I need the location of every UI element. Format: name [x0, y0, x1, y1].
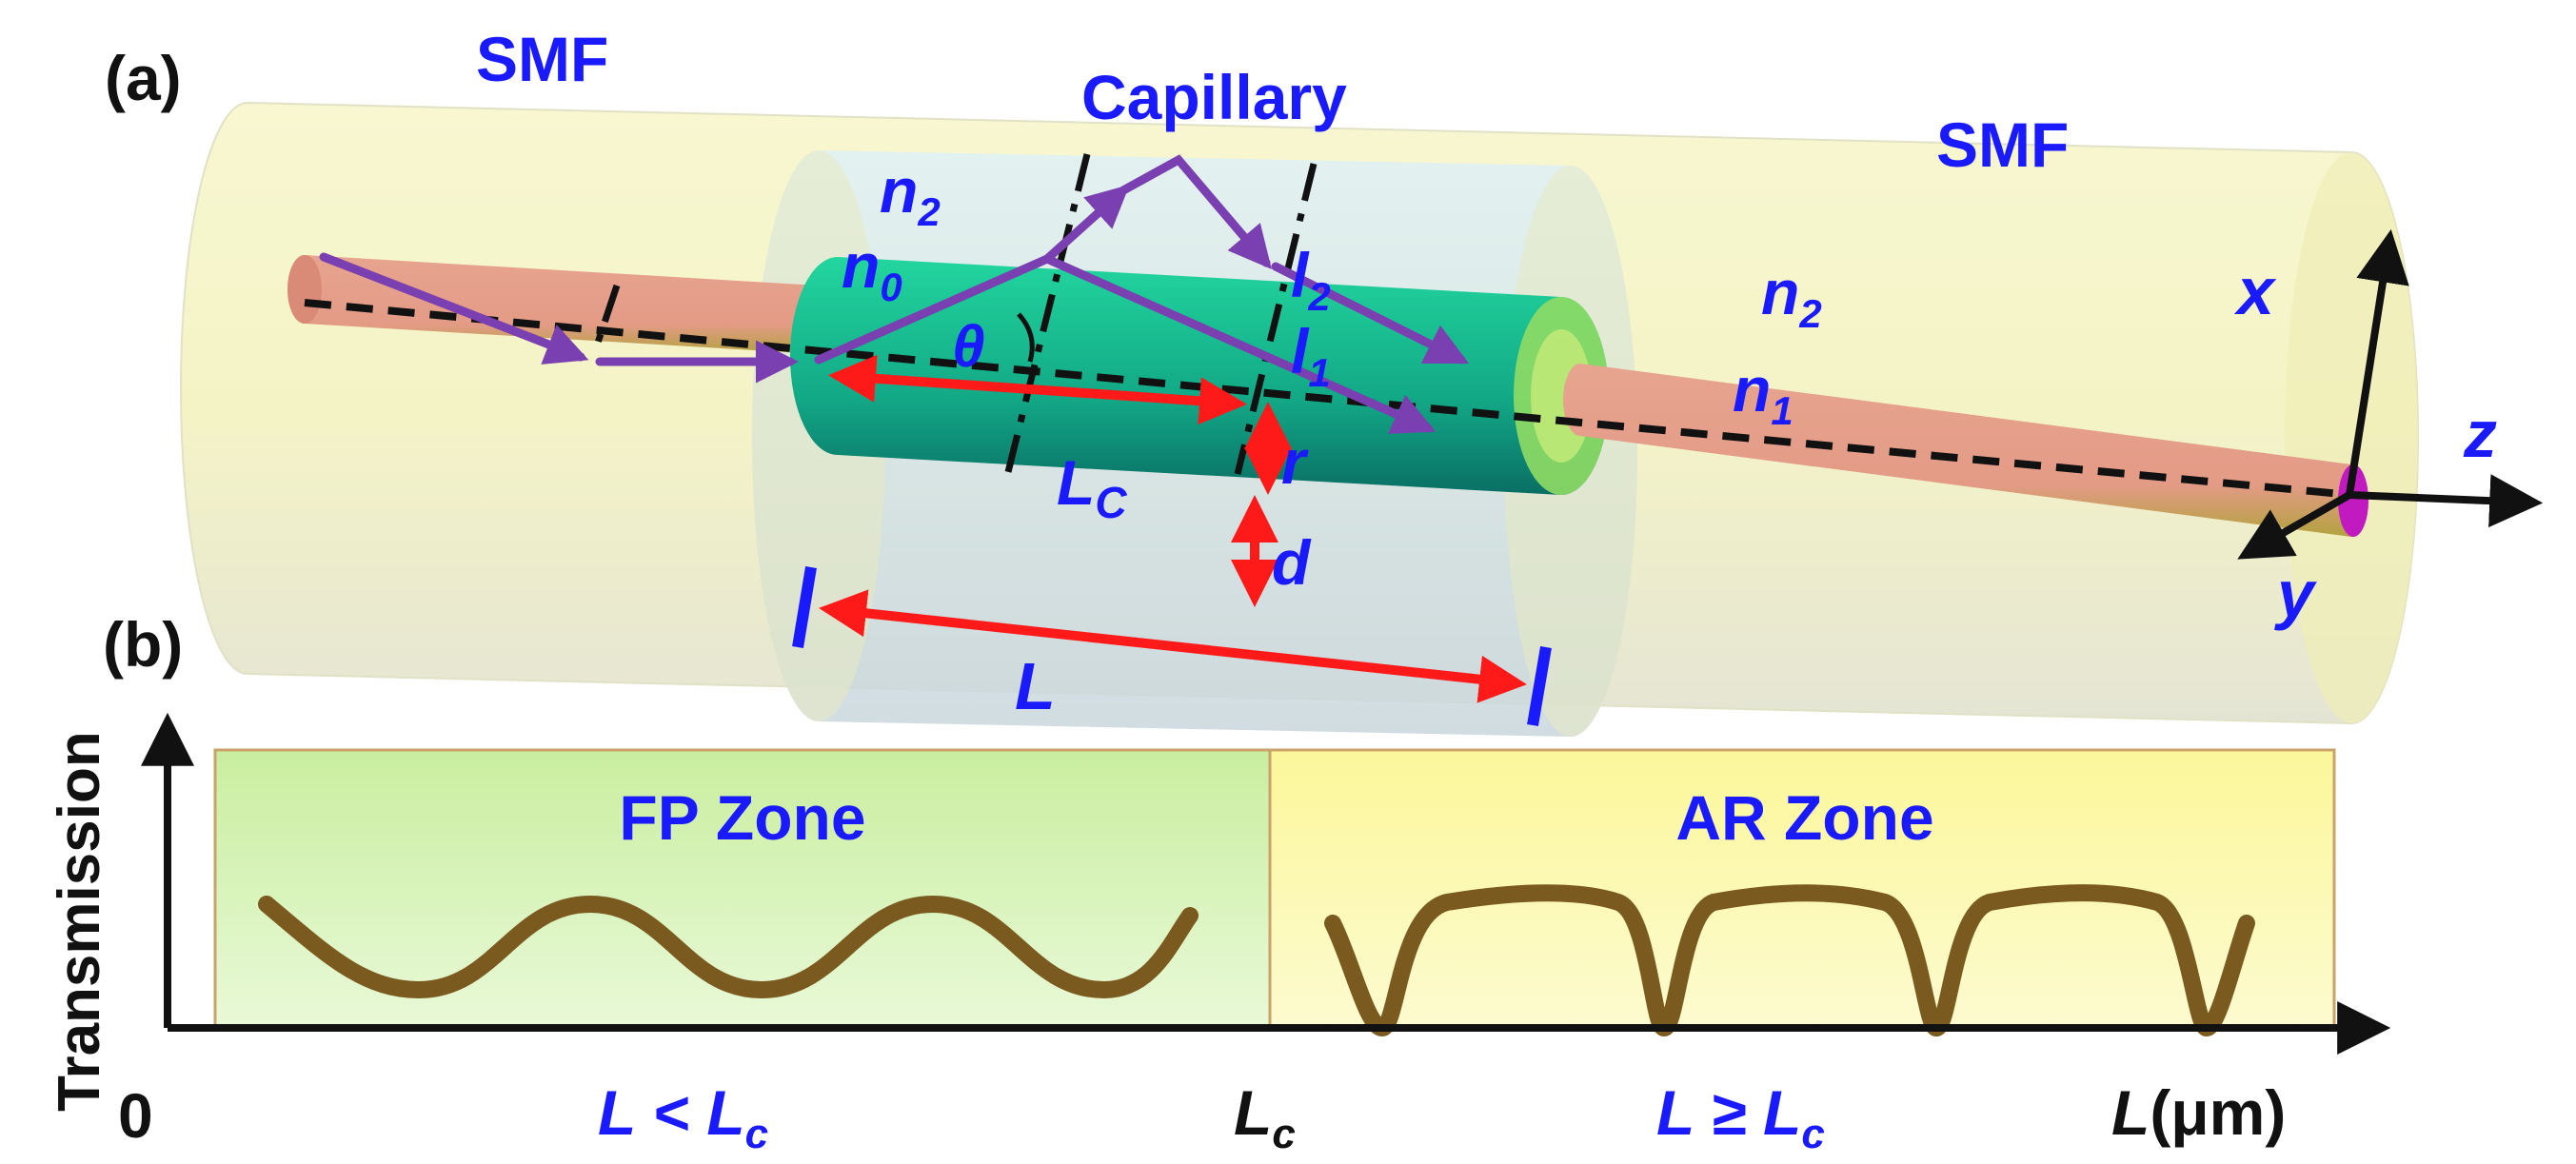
coordinate-axes — [2237, 228, 2544, 560]
smf-right-core-face — [2338, 464, 2368, 537]
smf-right-outer-face — [2285, 152, 2418, 723]
L-tick-right — [1527, 645, 1552, 727]
ray-l1 — [1042, 254, 1437, 434]
x-axis-arrow — [2346, 228, 2409, 496]
ar-zone-label: AR Zone — [1675, 782, 1933, 853]
panel-b: (b) FP Zone AR Zone Transmission 0 L < L… — [47, 609, 2391, 1157]
r-label: r — [1281, 426, 1309, 497]
lc-label: LC — [1057, 447, 1127, 527]
L-arrow — [819, 589, 1527, 703]
cond-left-label: L < Lc — [598, 1077, 768, 1157]
dimension-arrows — [819, 354, 1527, 703]
smf-right-core — [1563, 364, 2368, 537]
origin-label: 0 — [118, 1080, 153, 1151]
smf-left-label: SMF — [476, 24, 608, 94]
light-rays — [319, 154, 1470, 434]
optical-axis — [304, 299, 2352, 499]
n1-label: n1 — [1733, 354, 1793, 433]
ar-transmission-curve — [1324, 884, 2255, 1037]
theta-label: θ — [952, 314, 985, 380]
lc-arrow — [828, 354, 1247, 425]
n2-right-label: n2 — [1761, 257, 1822, 336]
z-axis-arrow — [2348, 474, 2544, 528]
boundary-left — [1003, 153, 1091, 477]
lc-tick-label: Lc — [1234, 1077, 1296, 1157]
fp-zone-label: FP Zone — [619, 782, 865, 853]
ray-l2-reflect — [1119, 154, 1272, 269]
y-axis-label: Transmission — [47, 731, 112, 1112]
l1-label: l1 — [1291, 316, 1331, 395]
capillary-label: Capillary — [1081, 62, 1347, 132]
n0-label: n0 — [842, 230, 902, 309]
smf-left-core — [287, 255, 819, 354]
panel-a: (a) — [105, 24, 2544, 737]
panel-b-label: (b) — [103, 609, 183, 680]
cond-right-label: L ≥ Lc — [1656, 1077, 1825, 1157]
panel-a-label: (a) — [105, 43, 182, 113]
l2-label: l2 — [1291, 240, 1331, 319]
ray-segment-1 — [319, 252, 589, 365]
x-axis-label: L(μm) — [2111, 1077, 2286, 1148]
smf-right-label: SMF — [1936, 109, 2069, 180]
fiber-assembly — [180, 101, 2419, 737]
axis-y-label: y — [2274, 557, 2317, 631]
y-axis-arrow — [2237, 491, 2351, 560]
axis-z-label: z — [2463, 397, 2497, 471]
boundary-smf — [594, 284, 621, 345]
axis-x-label: x — [2233, 254, 2277, 328]
boundary-lines — [594, 153, 1318, 477]
L-label: L — [1015, 649, 1056, 723]
ray-l2 — [1271, 262, 1470, 365]
boundary-right — [1234, 163, 1318, 475]
L-tick-left — [792, 566, 817, 648]
n2-left-label: n2 — [880, 155, 941, 234]
d-label: d — [1272, 527, 1312, 598]
fp-transmission-curve — [258, 895, 1199, 999]
